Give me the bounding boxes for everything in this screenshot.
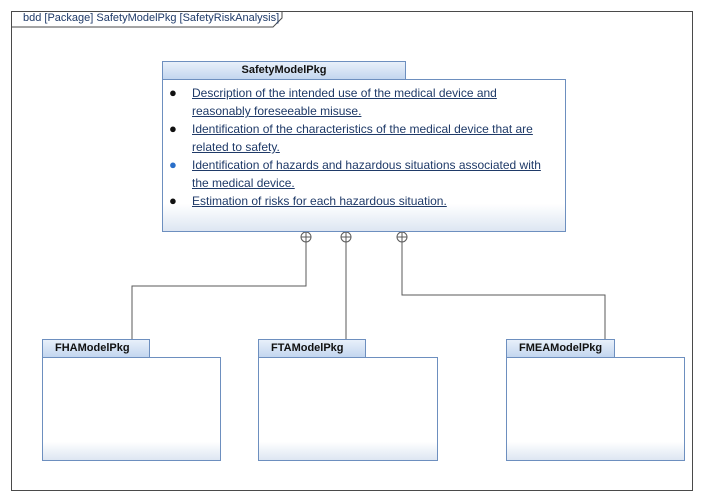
fmea-package-name: FMEAModelPkg	[519, 342, 603, 354]
bullet-icon: ●	[169, 121, 177, 136]
connector-fha	[131, 242, 307, 339]
fta-package-body[interactable]	[258, 357, 438, 461]
requirement-text[interactable]: Estimation of risks for each hazardous s…	[192, 194, 447, 208]
requirement-item[interactable]: ● Description of the intended use of the…	[169, 84, 553, 120]
fmea-package-tab[interactable]: FMEAModelPkg	[506, 339, 615, 357]
fmea-package-body[interactable]	[506, 357, 685, 461]
safety-package-body[interactable]: ● Description of the intended use of the…	[162, 79, 566, 232]
safety-package-name: SafetyModelPkg	[241, 64, 327, 76]
fta-package-tab[interactable]: FTAModelPkg	[258, 339, 366, 357]
requirement-item[interactable]: ● Identification of hazards and hazardou…	[169, 156, 553, 192]
bullet-icon: ●	[169, 85, 177, 100]
requirements-list: ● Description of the intended use of the…	[163, 80, 565, 210]
frame-tab-outline	[11, 11, 283, 28]
fha-package-tab[interactable]: FHAModelPkg	[42, 339, 150, 357]
frame-label: bdd [Package] SafetyModelPkg [SafetyRisk…	[23, 12, 280, 24]
requirement-text[interactable]: Identification of the characteristics of…	[192, 122, 533, 154]
requirement-item[interactable]: ● Identification of the characteristics …	[169, 120, 553, 156]
circle-plus-icon	[340, 231, 352, 243]
safety-package-tab[interactable]: SafetyModelPkg	[162, 61, 406, 79]
requirement-text[interactable]: Identification of hazards and hazardous …	[192, 158, 541, 190]
fha-package-body[interactable]	[42, 357, 221, 461]
frame-header: bdd [Package] SafetyModelPkg [SafetyRisk…	[11, 11, 293, 28]
connector-fmea	[401, 242, 606, 339]
bullet-icon: ●	[169, 193, 177, 208]
fta-package-name: FTAModelPkg	[271, 342, 344, 354]
circle-plus-icon	[300, 231, 312, 243]
requirement-text[interactable]: Description of the intended use of the m…	[192, 86, 497, 118]
fha-package-name: FHAModelPkg	[55, 342, 130, 354]
bullet-icon: ●	[169, 157, 177, 172]
requirement-item[interactable]: ● Estimation of risks for each hazardous…	[169, 192, 553, 210]
circle-plus-icon	[396, 231, 408, 243]
